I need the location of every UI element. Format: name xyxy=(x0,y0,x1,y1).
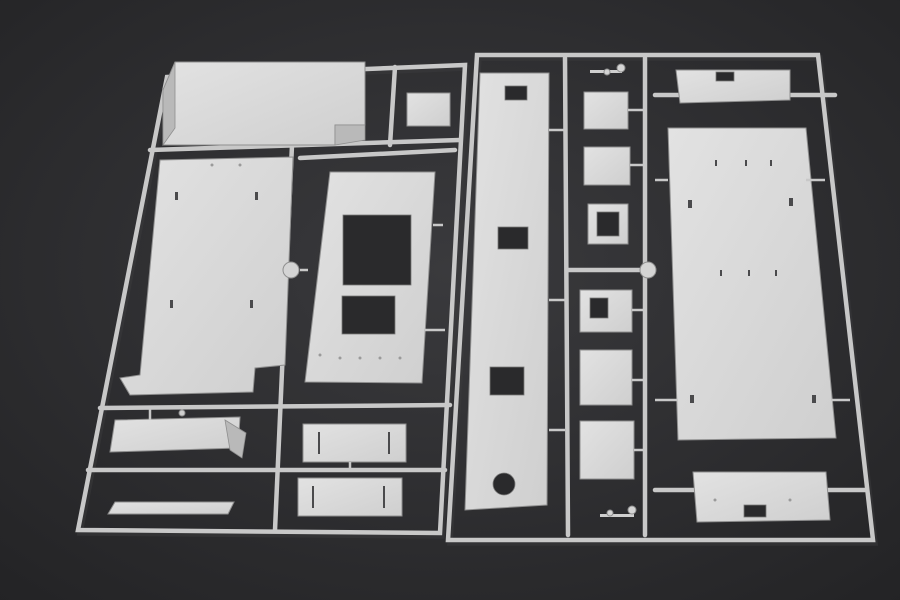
part-column-square-1 xyxy=(583,91,629,130)
part-bottom-center-panel-2 xyxy=(297,477,403,517)
part-top-right-panel xyxy=(675,69,791,104)
sprue-hub-left xyxy=(282,261,300,279)
part-small-square-top xyxy=(406,92,451,127)
part-pin-top xyxy=(590,63,626,76)
part-long-beam xyxy=(464,72,550,511)
part-column-square-2 xyxy=(583,146,631,186)
part-bottom-center-panel-1 xyxy=(302,423,407,463)
part-column-square-3 xyxy=(579,349,633,406)
part-bottom-left-strip xyxy=(107,501,235,515)
part-bottom-right-panel xyxy=(692,471,831,523)
part-left-plate xyxy=(119,156,294,396)
part-column-square-hole xyxy=(579,289,633,333)
part-right-plate xyxy=(667,127,837,441)
part-window-plate xyxy=(304,171,436,384)
sprue-hub-right xyxy=(639,261,657,279)
sprue-gates xyxy=(148,108,850,470)
part-column-frame xyxy=(587,203,629,245)
part-top-box xyxy=(162,61,366,147)
part-pin-bottom xyxy=(600,505,637,517)
part-bottom-left-tray xyxy=(109,409,247,459)
part-column-square-4 xyxy=(579,420,635,480)
